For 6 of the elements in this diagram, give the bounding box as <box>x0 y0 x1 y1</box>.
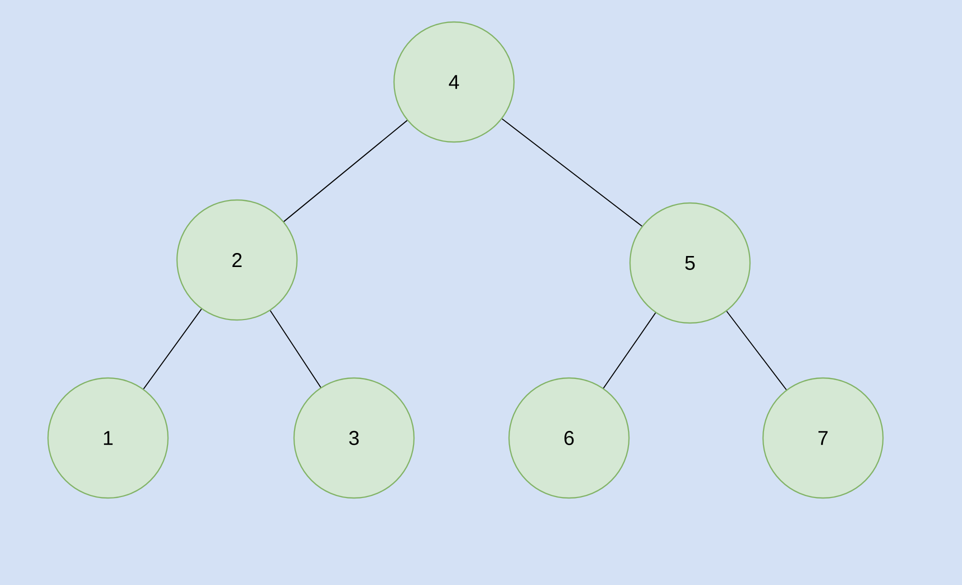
connector-line <box>283 120 408 222</box>
connector-line <box>726 310 787 390</box>
connector-line <box>143 308 202 390</box>
connector-line <box>270 310 322 388</box>
connector-line <box>502 118 642 227</box>
connector-line <box>602 312 656 389</box>
